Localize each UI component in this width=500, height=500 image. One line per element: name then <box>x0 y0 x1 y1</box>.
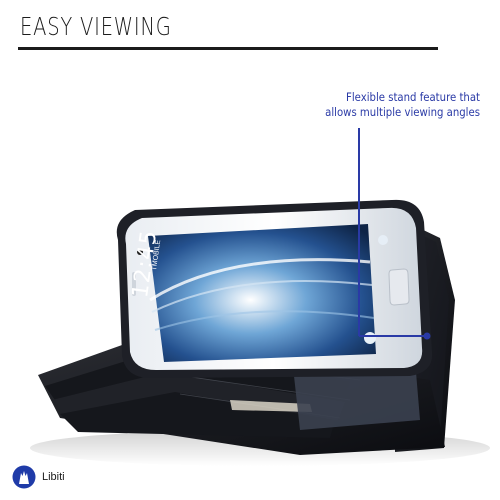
libiti-logo-icon <box>12 465 36 489</box>
callout-line-2: allows multiple viewing angles <box>325 105 480 119</box>
callout-line-1: Flexible stand feature that <box>346 90 480 104</box>
brand-name: Libiti <box>42 471 65 483</box>
feature-callout: Flexible stand feature that allows multi… <box>322 90 480 120</box>
title-underline <box>18 47 438 50</box>
callout-dot <box>423 332 431 340</box>
front-camera <box>137 249 143 255</box>
home-button <box>388 268 410 306</box>
brand-logo: Libiti <box>12 464 65 490</box>
earpiece <box>132 272 136 296</box>
screen-app-icon <box>378 235 388 245</box>
card-edge <box>230 400 312 412</box>
card-slot <box>60 392 335 438</box>
phone-screen <box>148 224 376 362</box>
screen-shortcut-icon <box>364 332 376 344</box>
page-title: EASY VIEWING <box>20 12 172 41</box>
